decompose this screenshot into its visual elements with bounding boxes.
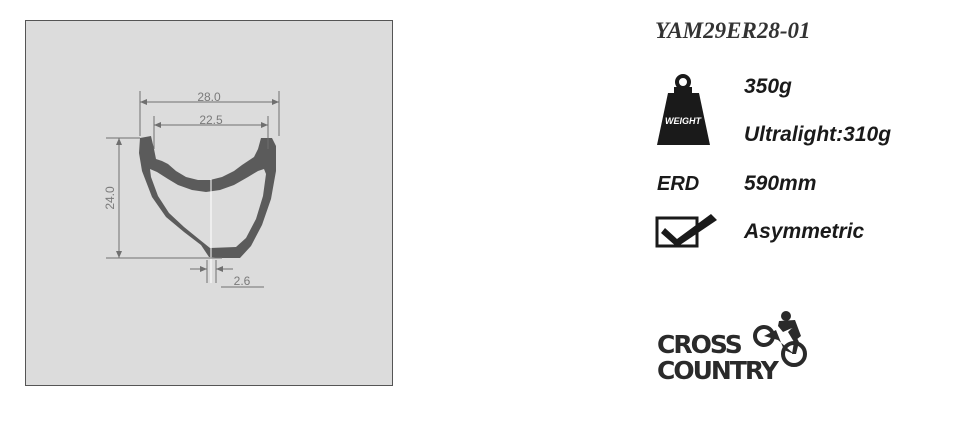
weight-icon-label: WEIGHT	[665, 116, 702, 126]
rim-cavity	[150, 169, 266, 248]
cross-country-logo: CROSS COUNTRY	[650, 310, 810, 390]
inner-width-label: 22.5	[199, 113, 223, 127]
height-label: 24.0	[103, 186, 117, 210]
weight-value: 350g	[744, 75, 792, 98]
logo-line-cross: CROSS	[657, 330, 743, 359]
dimension-inner-width	[153, 116, 269, 149]
logo-line-country: COUNTRY	[657, 356, 779, 385]
rim-cross-section: 28.0 22.5 24.0 2.6	[103, 90, 280, 288]
weight-icon: WEIGHT	[656, 73, 711, 148]
outer-width-label: 28.0	[197, 90, 221, 104]
base-thickness-label: 2.6	[234, 274, 251, 288]
erd-label: ERD	[657, 173, 700, 195]
erd-value: 590mm	[744, 172, 817, 195]
cyclist-icon	[753, 311, 807, 367]
profile-type-value: Asymmetric	[744, 220, 865, 243]
model-code: YAM29ER28-01	[655, 18, 811, 43]
rim-profile-diagram: 28.0 22.5 24.0 2.6	[25, 20, 393, 386]
dimension-outer-width	[139, 91, 280, 136]
checkbox-check-icon	[655, 212, 719, 248]
dimension-base-thickness	[190, 260, 264, 288]
dimension-height	[106, 137, 222, 259]
ultralight-weight-value: Ultralight:310g	[744, 123, 892, 146]
